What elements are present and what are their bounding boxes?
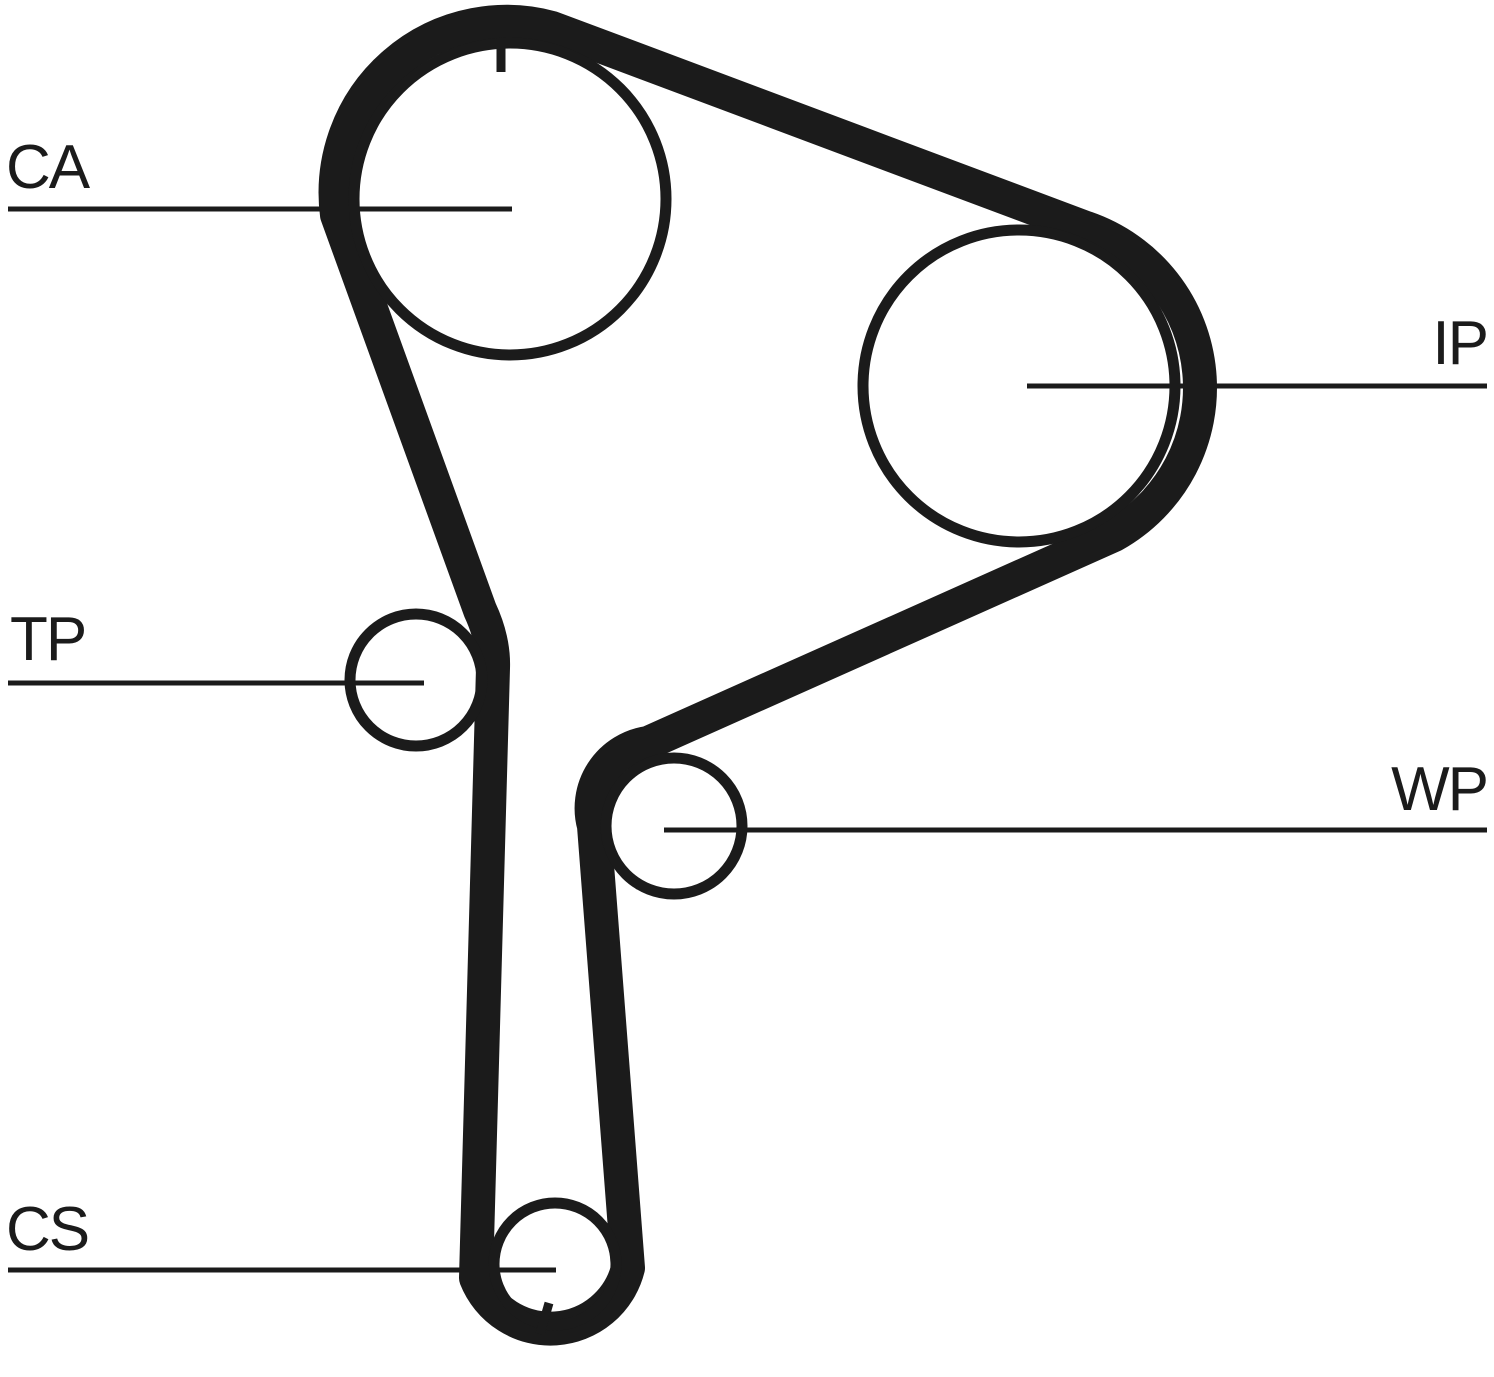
crankshaft-pulley: [488, 1197, 622, 1331]
cs-label: CS: [6, 1195, 88, 1264]
timing-belt: [318, 4, 1217, 1346]
ip-label: IP: [1432, 309, 1487, 378]
water-pump-pulley: [600, 752, 748, 900]
ca-label: CA: [6, 133, 91, 202]
wp-label: WP: [1391, 755, 1487, 824]
camshaft-pulley: [348, 37, 672, 361]
tensioner-pulley: [344, 608, 488, 752]
crankshaft-timing-mark: [535, 1301, 554, 1336]
tp-label: TP: [10, 605, 85, 674]
